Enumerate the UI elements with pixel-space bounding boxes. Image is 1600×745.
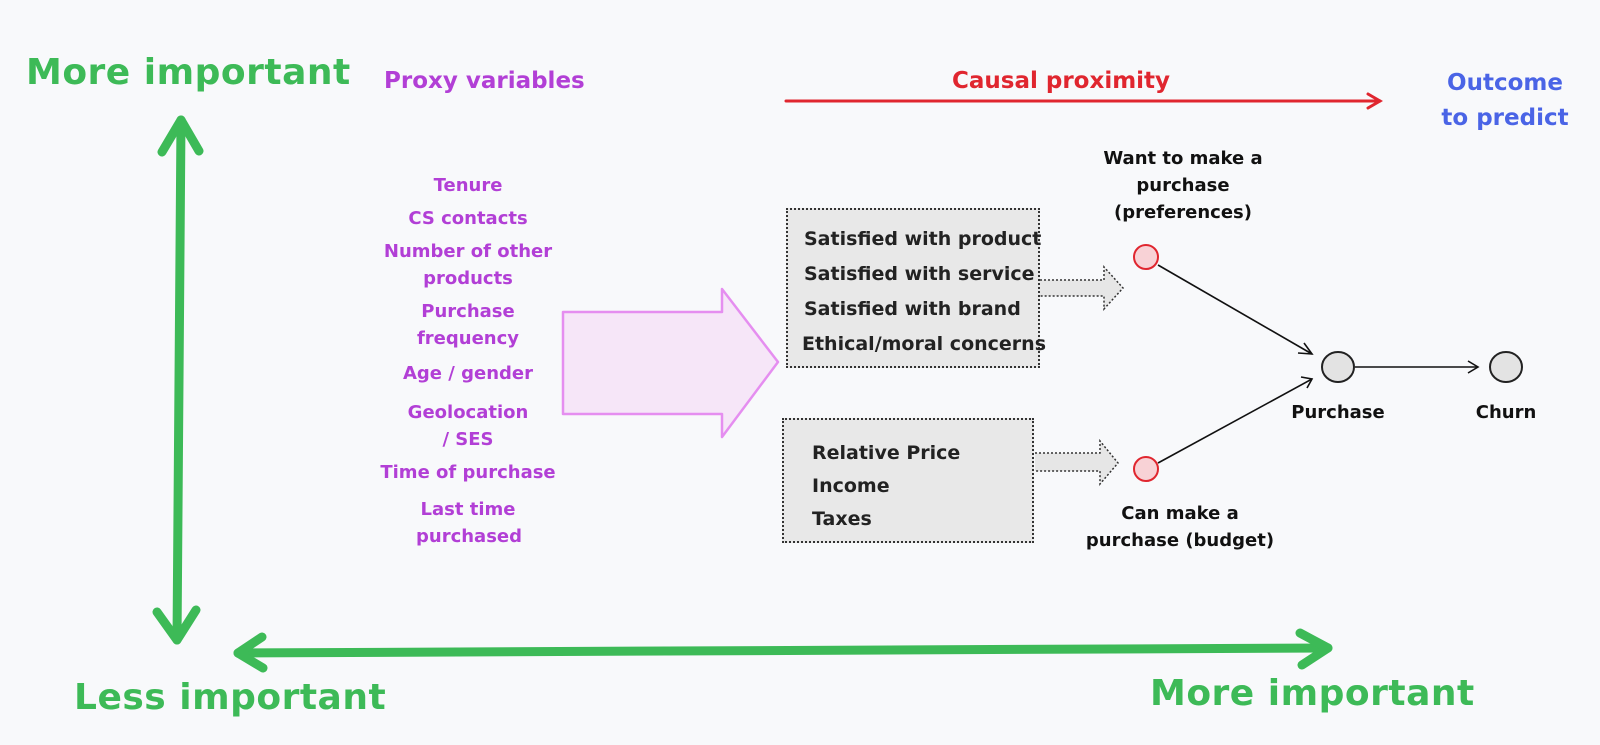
edge-want-to-purchase: [1157, 264, 1313, 355]
node-churn-label: Churn: [1475, 402, 1537, 423]
node-can-label: Can make a purchase (budget): [1085, 503, 1275, 551]
box-item: Ethical/moral concerns: [802, 333, 1047, 355]
box-item: Satisfied with brand: [804, 298, 1021, 320]
y-axis-top-label: More important: [26, 52, 351, 93]
edge-can-to-purchase: [1157, 378, 1313, 464]
proxy-item: Time of purchase: [380, 462, 556, 483]
budget-dotted-arrow: [1035, 438, 1119, 487]
causal-edges: [1157, 264, 1480, 464]
x-axis-right-label: More important: [1150, 673, 1475, 714]
box-item: Taxes: [812, 508, 872, 530]
causal-proximity-arrow: [784, 92, 1383, 110]
node-purchase: [1321, 351, 1355, 383]
y-axis-bottom-label: Less important: [74, 677, 387, 718]
proxy-item: Tenure: [433, 175, 503, 196]
proxy-item: Geolocation / SES: [407, 402, 529, 450]
node-want-label: Want to make a purchase (preferences): [1103, 148, 1263, 223]
node-want: [1133, 244, 1159, 270]
node-churn: [1489, 351, 1523, 383]
preferences-factors-box: Satisfied with product Satisfied with se…: [786, 208, 1047, 368]
edge-purchase-to-churn-head: [1467, 360, 1480, 374]
outcome-heading-line-1: Outcome: [1447, 70, 1563, 96]
proxy-variables-heading: Proxy variables: [384, 68, 585, 94]
box-item: Relative Price: [812, 442, 961, 464]
causal-proximity-heading: Causal proximity: [952, 68, 1171, 94]
budget-factors-box: Relative Price Income Taxes: [782, 418, 1034, 543]
proxy-item: Last time purchased: [416, 499, 523, 547]
outcome-heading-line-2: to predict: [1441, 105, 1569, 131]
big-pink-arrow: [561, 287, 780, 439]
box-item: Satisfied with service: [804, 263, 1035, 285]
edge-want-to-purchase-head: [1297, 342, 1314, 355]
node-can: [1133, 456, 1159, 482]
node-purchase-label: Purchase: [1291, 402, 1385, 423]
proxy-variables-list: Tenure CS contacts Number of other produ…: [372, 172, 564, 556]
vertical-importance-arrow: [152, 115, 204, 645]
proxy-item: CS contacts: [408, 208, 528, 229]
proxy-item: Age / gender: [402, 363, 533, 384]
box-item: Satisfied with product: [804, 228, 1042, 250]
edge-can-to-purchase-head: [1300, 376, 1314, 389]
outcome-heading: Outcome to predict: [1430, 66, 1580, 136]
proxy-item: Number of other products: [383, 241, 553, 289]
box-item: Income: [812, 475, 890, 497]
horizontal-importance-arrow: [233, 628, 1333, 673]
preferences-dotted-arrow: [1040, 265, 1125, 311]
proxy-item: Purchase frequency: [416, 301, 520, 349]
